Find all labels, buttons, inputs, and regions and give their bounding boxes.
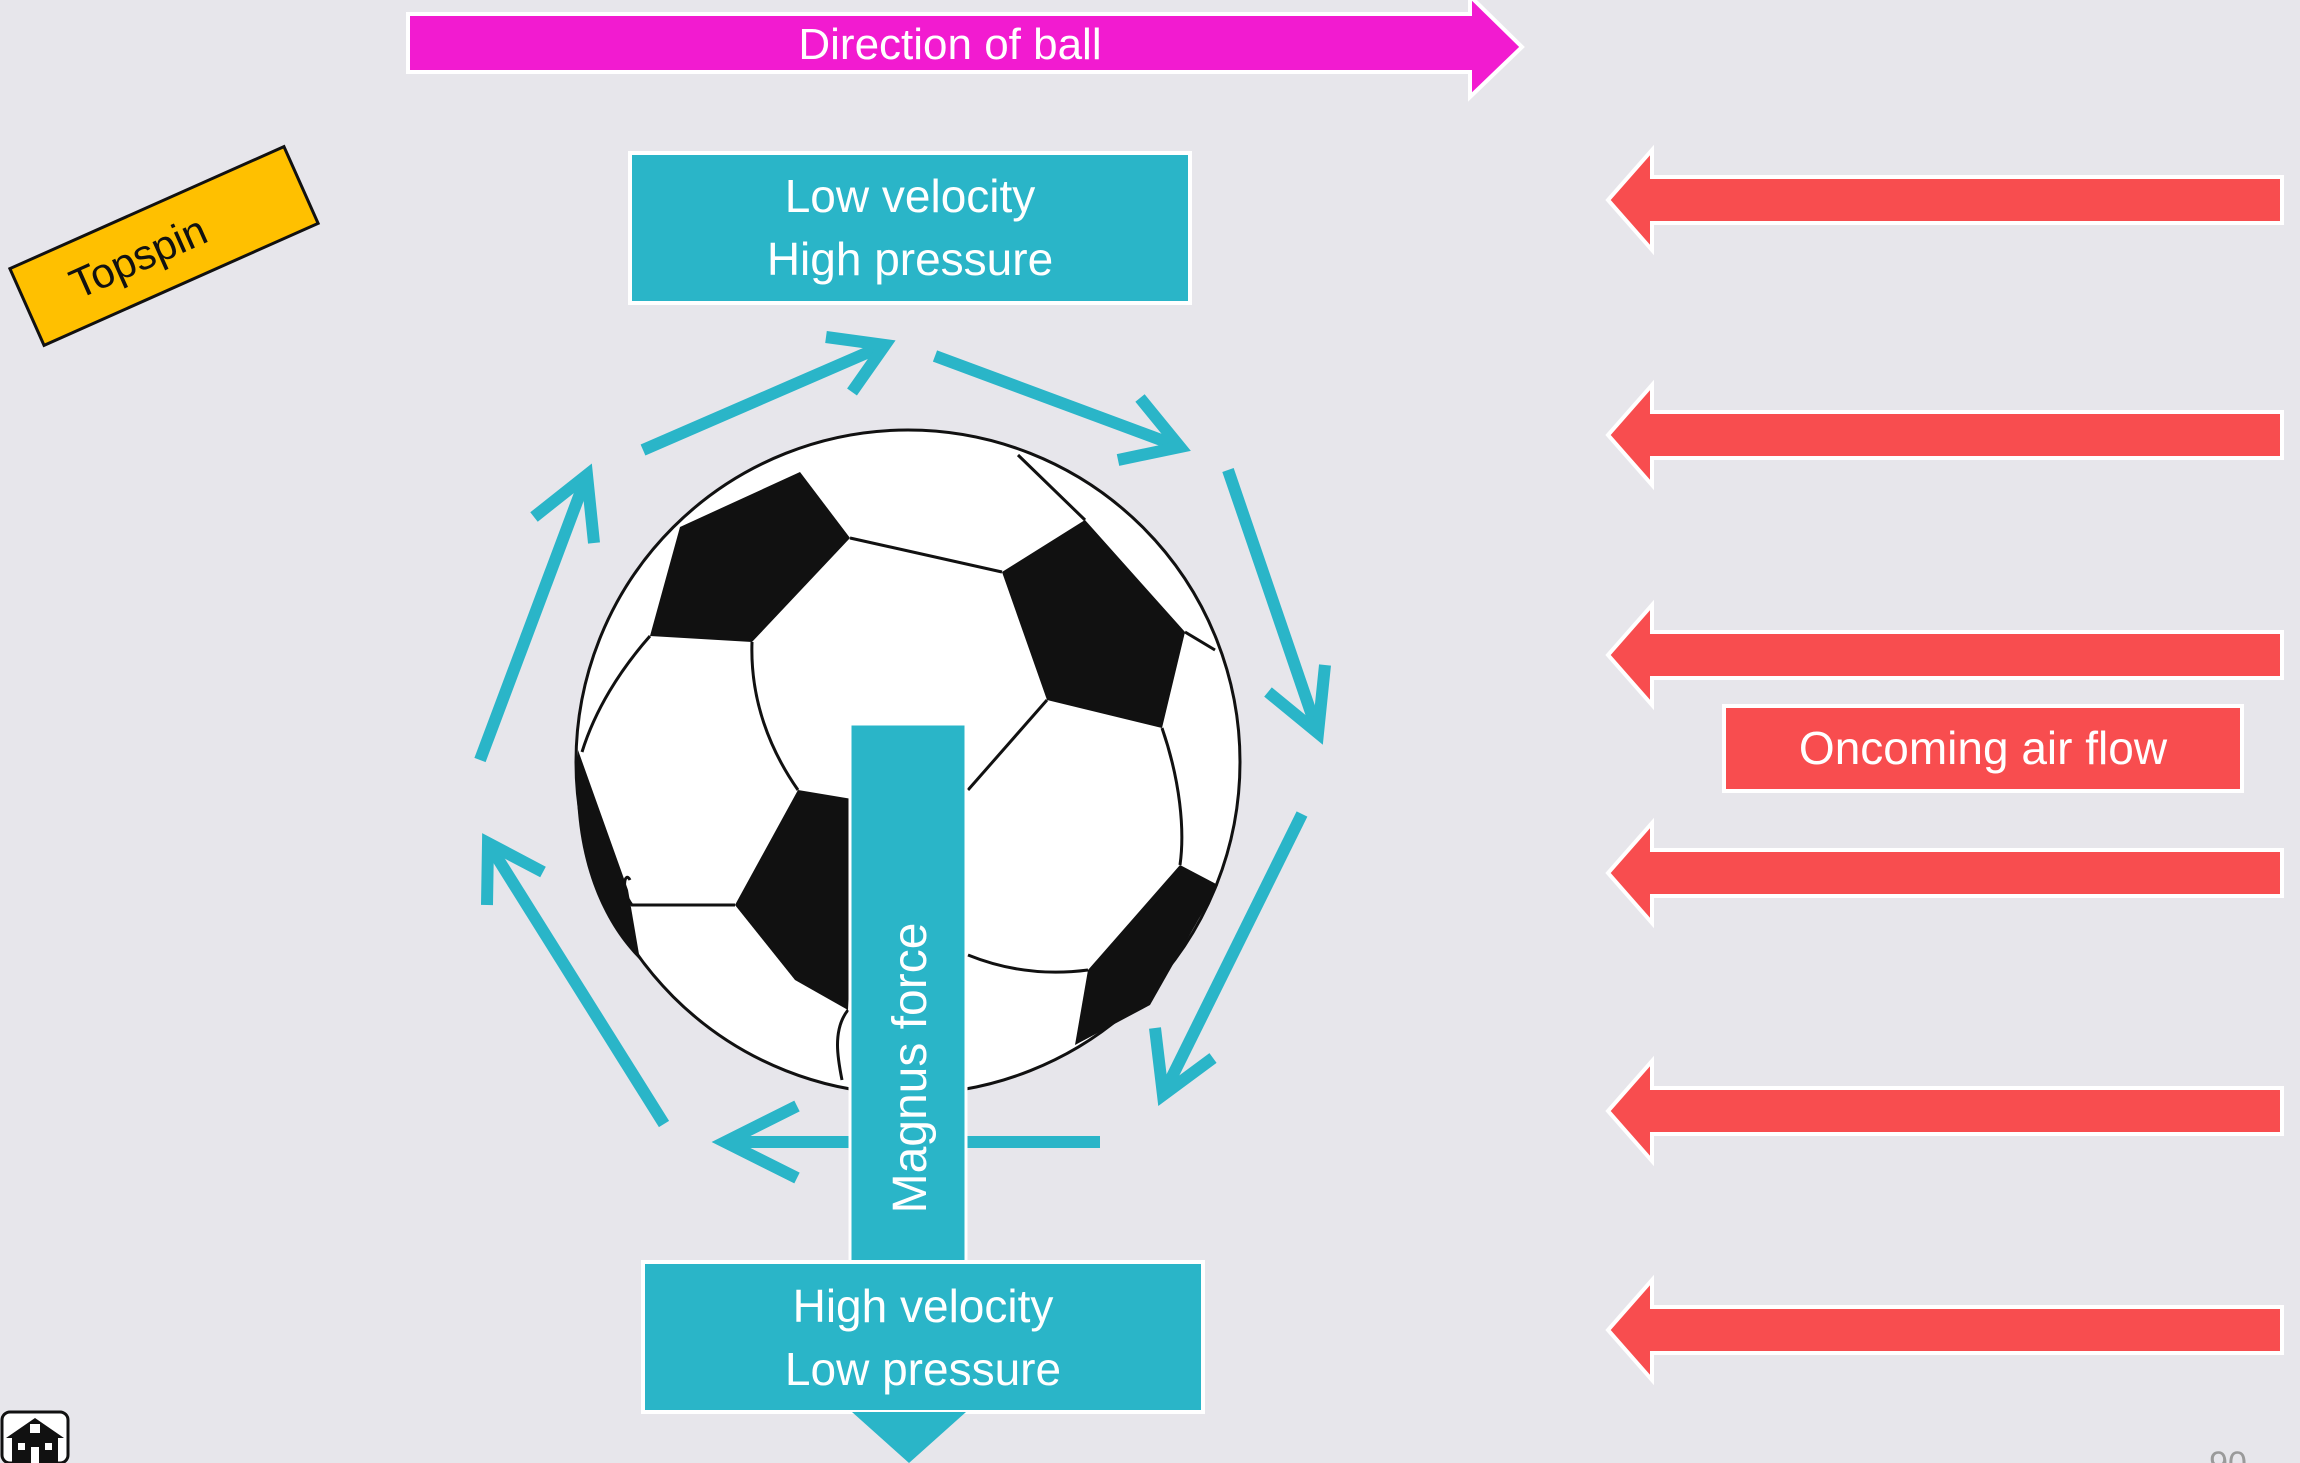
- rotation-arrow: [481, 833, 670, 1128]
- clockwise-arrows-icon: [474, 331, 1331, 1184]
- rotation-arrow: [932, 350, 1191, 466]
- top-box-line1: Low velocity: [785, 170, 1036, 222]
- bottom-box-line2: Low pressure: [785, 1343, 1061, 1395]
- home-icon[interactable]: [0, 1410, 70, 1463]
- magnus-force-label: Magnus force: [884, 923, 937, 1214]
- page-number: 90: [2209, 1445, 2247, 1463]
- air-flow-arrow: [1605, 1055, 2284, 1167]
- direction-of-ball-label: Direction of ball: [798, 20, 1101, 69]
- rotation-arrow: [640, 331, 896, 456]
- rotation-arrow: [1149, 811, 1308, 1106]
- top-box-line2: High pressure: [767, 233, 1053, 285]
- air-flow-arrow: [1605, 379, 2284, 491]
- air-flow-arrow: [1605, 817, 2284, 929]
- air-flow-arrow: [1605, 144, 2284, 256]
- rotation-arrow: [474, 463, 600, 763]
- direction-of-ball-arrow: Direction of ball: [406, 0, 1525, 102]
- downward-force-arrowhead: [852, 1412, 966, 1463]
- air-flow-arrow: [1605, 1274, 2284, 1386]
- air-flow-arrow: [1605, 599, 2284, 711]
- oncoming-air-flow-label: Oncoming air flow: [1799, 722, 2168, 774]
- air-flow-arrows: [1605, 144, 2284, 1386]
- rotation-arrow: [1222, 468, 1331, 745]
- magnus-force-bar: Magnus force: [848, 722, 968, 1264]
- topspin-badge: Topspin: [7, 144, 321, 348]
- low-velocity-high-pressure-box: Low velocity High pressure: [628, 151, 1192, 305]
- high-velocity-low-pressure-box: High velocity Low pressure: [641, 1260, 1205, 1463]
- bottom-box-line1: High velocity: [793, 1280, 1054, 1332]
- oncoming-air-flow-box: Oncoming air flow: [1722, 704, 2244, 793]
